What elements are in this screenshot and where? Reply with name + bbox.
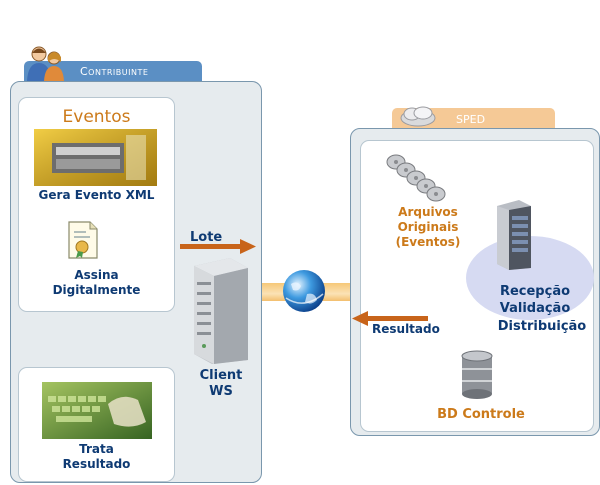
trata-label-line1: Trata	[79, 442, 114, 456]
sped-server-icon	[497, 200, 531, 270]
distribuicao-label: Distribuição	[497, 319, 587, 334]
assina-label-line1: Assina	[74, 268, 119, 282]
arquivos-label-line2: Originais	[397, 220, 459, 234]
bd-controle-label: BD Controle	[437, 407, 525, 422]
users-icon	[26, 44, 66, 82]
assina-label-line2: Digitalmente	[52, 283, 141, 297]
sped-title: SPED	[456, 113, 486, 126]
disks-icon	[384, 152, 446, 202]
cloud-icon	[398, 104, 438, 128]
lote-arrow	[180, 239, 256, 255]
eventos-title: Eventos	[62, 107, 131, 127]
trata-label-line2: Resultado	[62, 457, 131, 471]
arquivos-label-line3: (Eventos)	[395, 235, 461, 249]
contribuinte-tab	[24, 61, 202, 83]
client-label-line1: Client	[199, 368, 243, 383]
recepcao-label: Recepção	[499, 284, 571, 299]
lote-label: Lote	[190, 230, 223, 245]
certificate-icon	[66, 220, 100, 260]
resultado-label: Resultado	[372, 322, 440, 336]
globe-icon	[281, 268, 327, 314]
arquivos-label-line1: Arquivos	[398, 205, 458, 219]
xml-file-icon	[34, 129, 157, 186]
gera-evento-label: Gera Evento XML	[38, 188, 155, 202]
database-icon	[461, 350, 493, 400]
server-icon	[194, 254, 254, 366]
keyboard-icon	[42, 382, 152, 439]
client-label-line2: WS	[209, 384, 233, 399]
validacao-label: Validação	[499, 301, 571, 316]
contribuinte-title: Contribuinte	[80, 65, 149, 78]
resultado-arrow	[352, 311, 428, 327]
